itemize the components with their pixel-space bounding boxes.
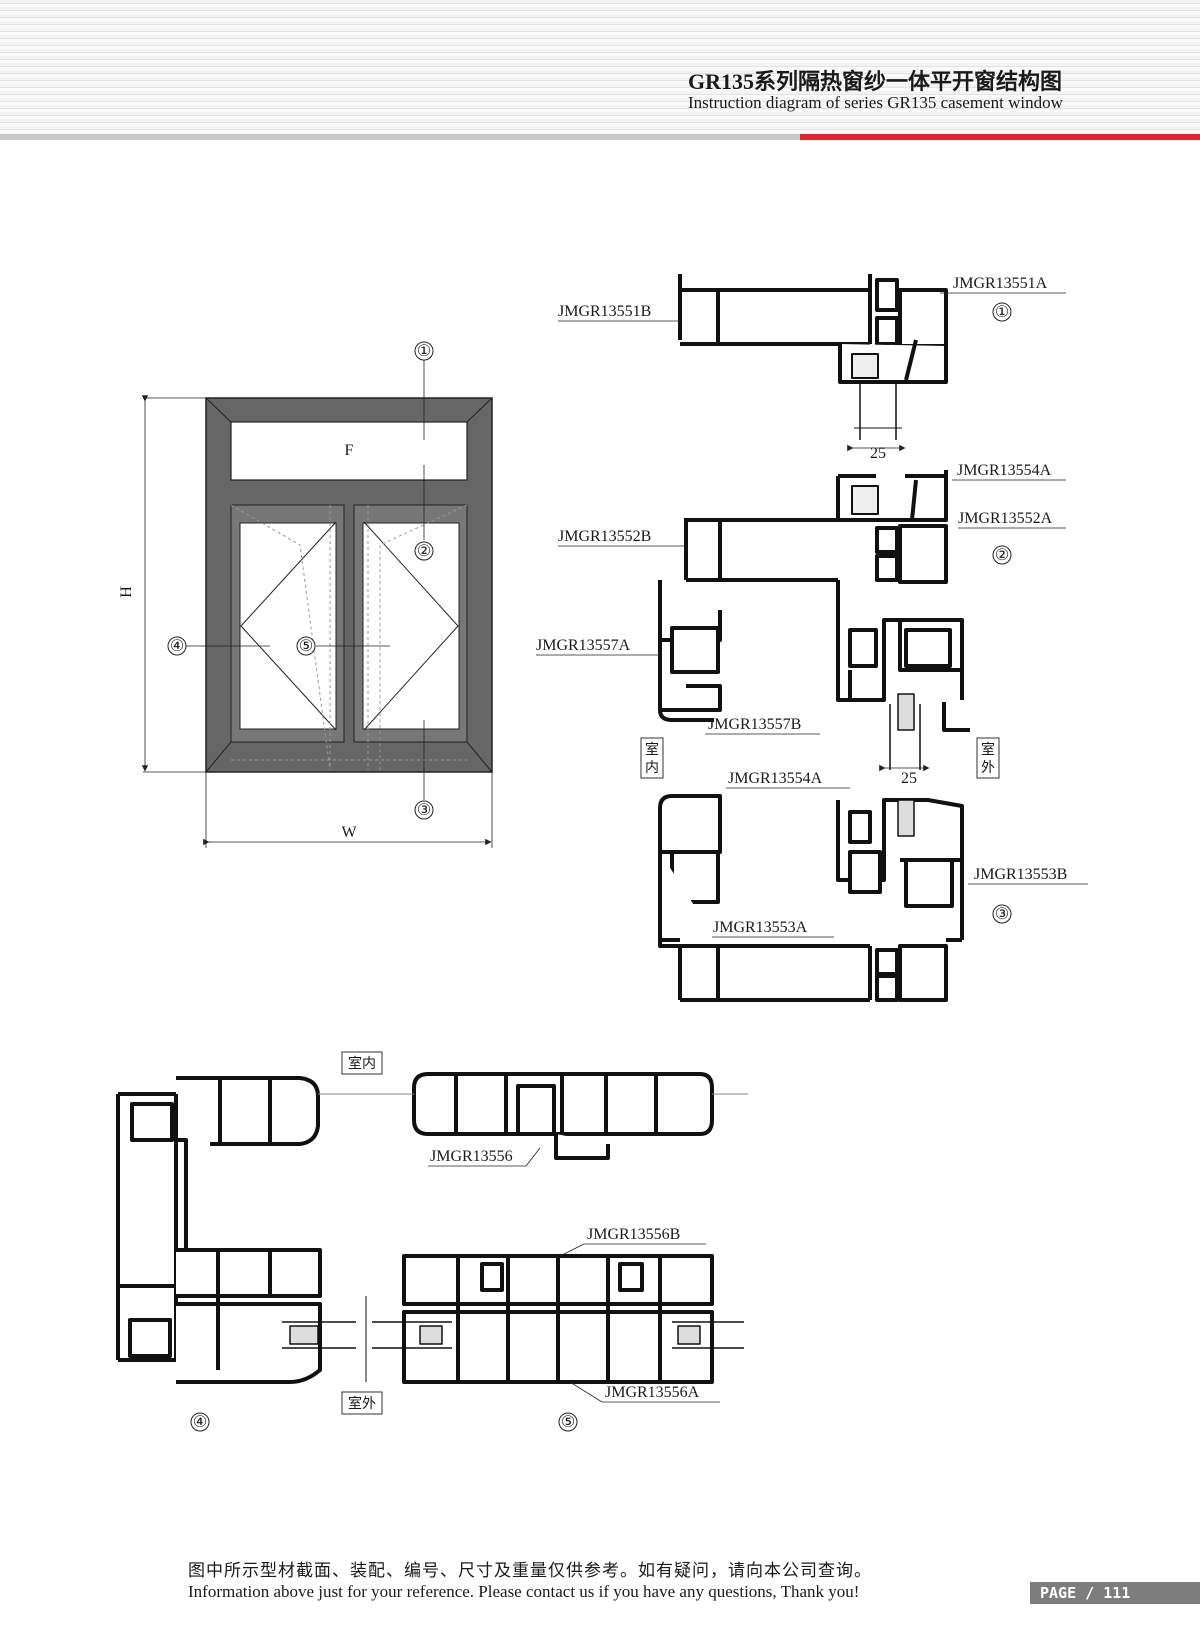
indoor-label: 室内 bbox=[348, 1055, 376, 1072]
fixed-pane-label: F bbox=[345, 442, 354, 459]
window-elevation: F H W ① ② ③ ④ ⑤ bbox=[118, 341, 493, 848]
label-13557A: JMGR13557A bbox=[536, 637, 631, 654]
indoor-char-1: 室 bbox=[645, 741, 659, 758]
indoor-char-2: 内 bbox=[645, 760, 659, 776]
label-13552A: JMGR13552A bbox=[958, 510, 1053, 527]
height-dimension-label: H bbox=[118, 586, 135, 598]
label-13556A: JMGR13556A bbox=[605, 1384, 700, 1401]
hs-marker-5: ⑤ bbox=[561, 1414, 575, 1431]
width-dimension-label: W bbox=[341, 824, 357, 841]
vertical-section-labels: JMGR13551A ① JMGR13551B JMGR13554A JMGR1… bbox=[536, 275, 1088, 938]
horizontal-section bbox=[116, 1072, 744, 1384]
outdoor-tag: 室外 bbox=[341, 1391, 383, 1415]
glass-dimension-mid: 25 bbox=[879, 764, 930, 787]
glass-dimension-top: 25 bbox=[847, 444, 906, 462]
label-13557B: JMGR13557B bbox=[708, 716, 801, 733]
dim-25-mid: 25 bbox=[901, 770, 917, 787]
outdoor-char-1: 室 bbox=[981, 741, 995, 758]
marker-3: ③ bbox=[417, 802, 431, 819]
page-title-en: Instruction diagram of series GR135 case… bbox=[688, 93, 1063, 112]
page-title-cn: GR135系列隔热窗纱一体平开窗结构图 bbox=[688, 69, 1063, 94]
header-rule-red bbox=[800, 134, 1200, 140]
label-13553B: JMGR13553B bbox=[974, 866, 1067, 883]
marker-1: ① bbox=[417, 343, 431, 360]
horizontal-section-labels: JMGR13556 JMGR13556B JMGR13556A ④ ⑤ bbox=[190, 1147, 720, 1432]
marker-2: ② bbox=[417, 543, 431, 560]
vs-marker-1: ① bbox=[995, 304, 1009, 321]
indoor-tag: 室内 bbox=[341, 1051, 383, 1075]
marker-4: ④ bbox=[170, 638, 184, 655]
vertical-section bbox=[658, 274, 970, 1002]
label-13556B: JMGR13556B bbox=[587, 1226, 680, 1243]
vs-marker-2: ② bbox=[995, 547, 1009, 564]
outdoor-vertical-tag: 室 外 bbox=[976, 737, 1000, 779]
dim-25-top: 25 bbox=[870, 445, 886, 462]
label-13553A: JMGR13553A bbox=[713, 919, 808, 936]
footer-note-en: Information above just for your referenc… bbox=[188, 1582, 860, 1601]
hs-marker-4: ④ bbox=[193, 1414, 207, 1431]
page-number-badge: PAGE / 111 bbox=[1030, 1582, 1200, 1604]
header-rule-gray bbox=[0, 134, 800, 140]
vs-marker-3: ③ bbox=[995, 906, 1009, 923]
label-13556: JMGR13556 bbox=[430, 1148, 513, 1165]
label-13552B: JMGR13552B bbox=[558, 528, 651, 545]
header-band bbox=[0, 0, 1200, 140]
label-13551B: JMGR13551B bbox=[558, 303, 651, 320]
marker-5: ⑤ bbox=[299, 638, 313, 655]
outdoor-label: 室外 bbox=[348, 1395, 376, 1412]
outdoor-char-2: 外 bbox=[981, 760, 995, 776]
label-13551A: JMGR13551A bbox=[953, 275, 1048, 292]
footer-note-cn: 图中所示型材截面、装配、编号、尺寸及重量仅供参考。如有疑问，请向本公司查询。 bbox=[188, 1561, 872, 1581]
indoor-vertical-tag: 室 内 bbox=[640, 737, 664, 779]
label-13554A-top: JMGR13554A bbox=[957, 462, 1052, 479]
label-13554A-mid: JMGR13554A bbox=[728, 770, 823, 787]
